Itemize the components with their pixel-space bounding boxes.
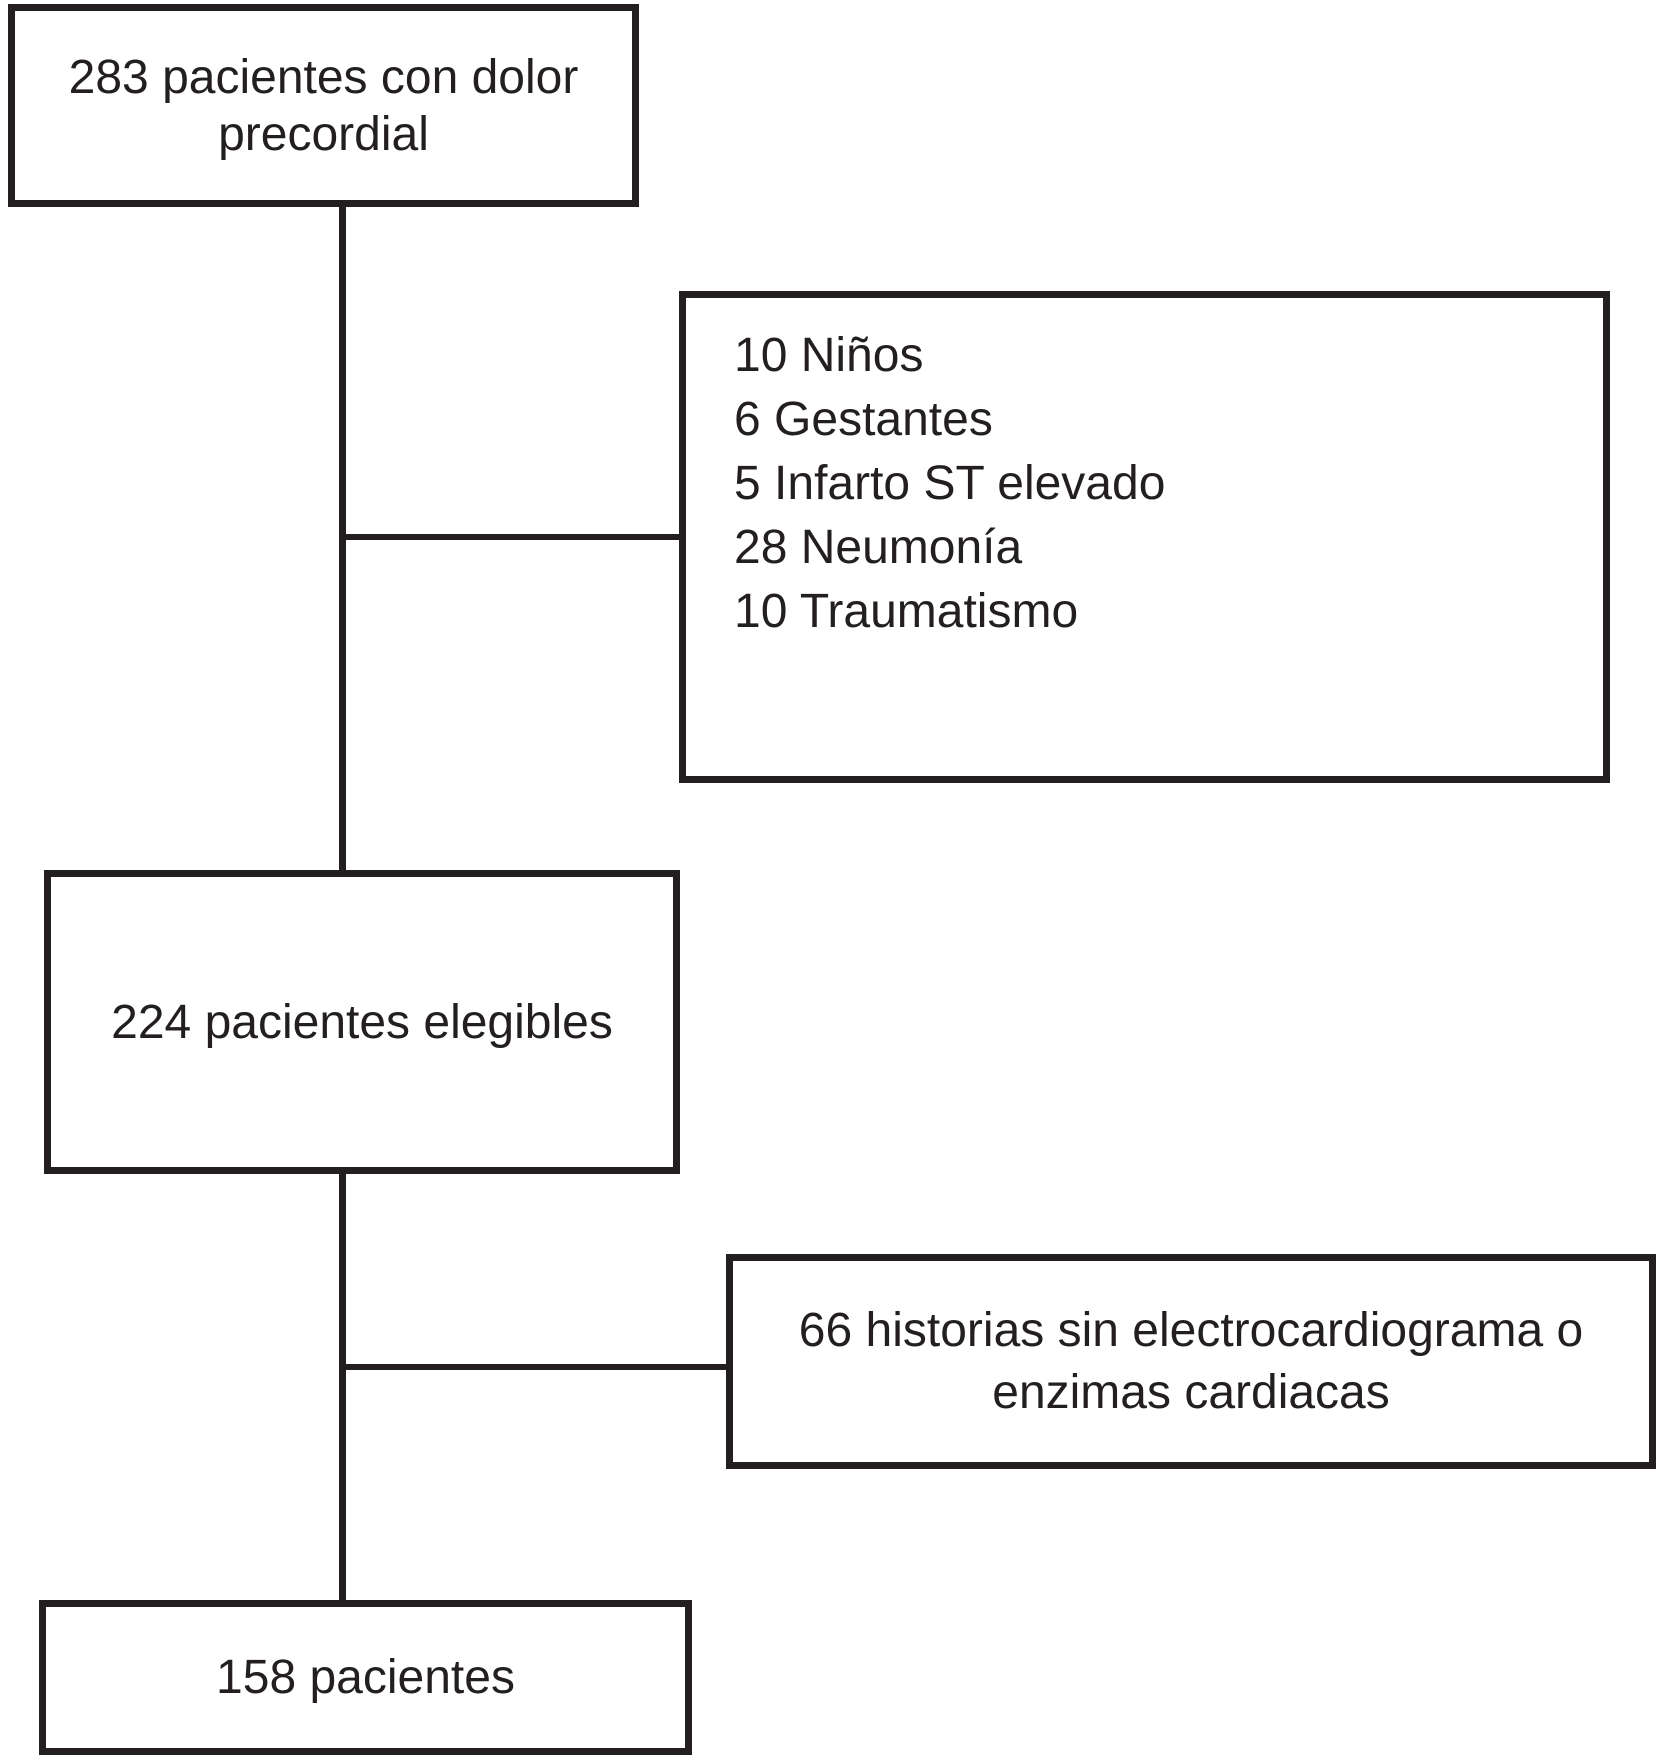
exclusion-item-ninos: 10 Niños [734, 329, 924, 382]
connector-branch-line-exclusions [342, 534, 683, 540]
initial-patients-box: 283 pacientes con dolor precordial [8, 4, 639, 207]
final-patients-box: 158 pacientes [39, 1600, 692, 1755]
exclusion-item-infarto-st: 5 Infarto ST elevado [734, 457, 1166, 510]
missing-records-box: 66 historias sin electrocardiograma o en… [726, 1254, 1656, 1469]
final-patients-text: 158 pacientes [216, 1651, 515, 1704]
connector-branch-line-missing-records [342, 1364, 730, 1370]
exclusions-box: 10 Niños 6 Gestantes 5 Infarto ST elevad… [679, 291, 1610, 783]
initial-patients-text: 283 pacientes con dolor precordial [68, 50, 579, 161]
exclusion-item-traumatismo: 10 Traumatismo [734, 585, 1079, 638]
eligible-patients-text: 224 pacientes elegibles [111, 995, 613, 1049]
exclusion-item-neumonia: 28 Neumonía [734, 521, 1023, 574]
exclusion-item-gestantes: 6 Gestantes [734, 393, 993, 446]
connector-vertical-line-top [339, 207, 346, 874]
connector-vertical-line-bottom [339, 1174, 346, 1604]
eligible-patients-box: 224 pacientes elegibles [44, 870, 680, 1174]
missing-records-text: 66 historias sin electrocardiograma o en… [798, 1303, 1584, 1419]
